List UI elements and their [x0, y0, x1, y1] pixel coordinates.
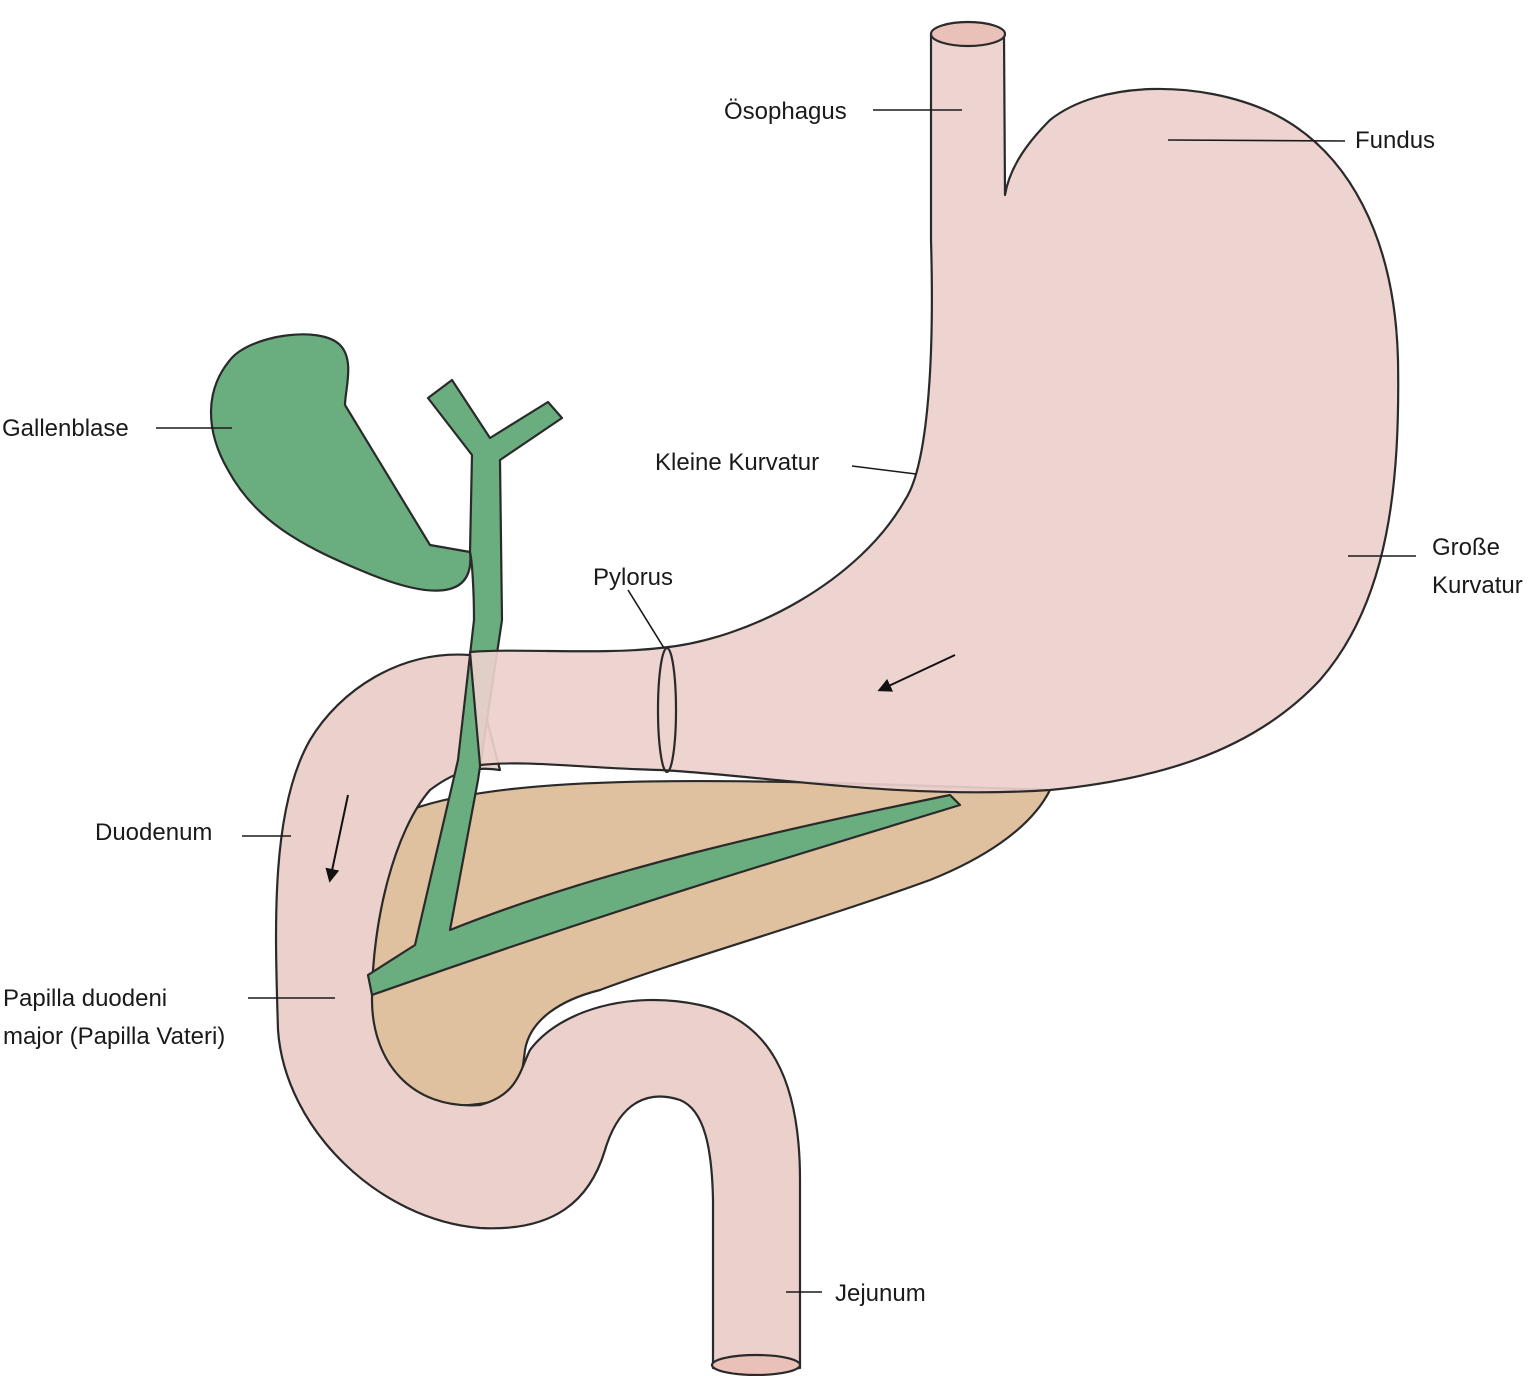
- label-grosse-kurvatur-line2: Kurvatur: [1432, 572, 1523, 599]
- leader-pylorus: [627, 589, 665, 649]
- label-papilla-line1: Papilla duodeni: [3, 985, 167, 1012]
- bile-duct: [366, 378, 962, 997]
- label-pylorus: Pylorus: [593, 564, 673, 591]
- arrow-icon: [877, 654, 956, 692]
- leader-fundus: [1167, 139, 1346, 142]
- pylorus-ring: [656, 646, 678, 774]
- label-papilla-line2: major (Papilla Vateri): [3, 1023, 225, 1050]
- label-grosse-kurvatur-line1: Große: [1432, 534, 1500, 561]
- leader-kleine-kurvatur: [851, 465, 917, 475]
- label-duodenum: Duodenum: [95, 819, 212, 846]
- oesophagus-opening: [929, 20, 1007, 48]
- label-fundus: Fundus: [1355, 127, 1435, 154]
- duodenum: [274, 653, 802, 1370]
- gallbladder: [209, 333, 472, 592]
- label-gallbladder: Gallenblase: [2, 415, 129, 442]
- label-jejunum: Jejunum: [835, 1280, 926, 1307]
- stomach: [468, 32, 1400, 794]
- jejunum-opening: [710, 1353, 802, 1376]
- arrow-icon: [325, 794, 349, 883]
- label-oesophagus: Ösophagus: [724, 98, 847, 125]
- label-kleine-kurvatur: Kleine Kurvatur: [655, 449, 819, 476]
